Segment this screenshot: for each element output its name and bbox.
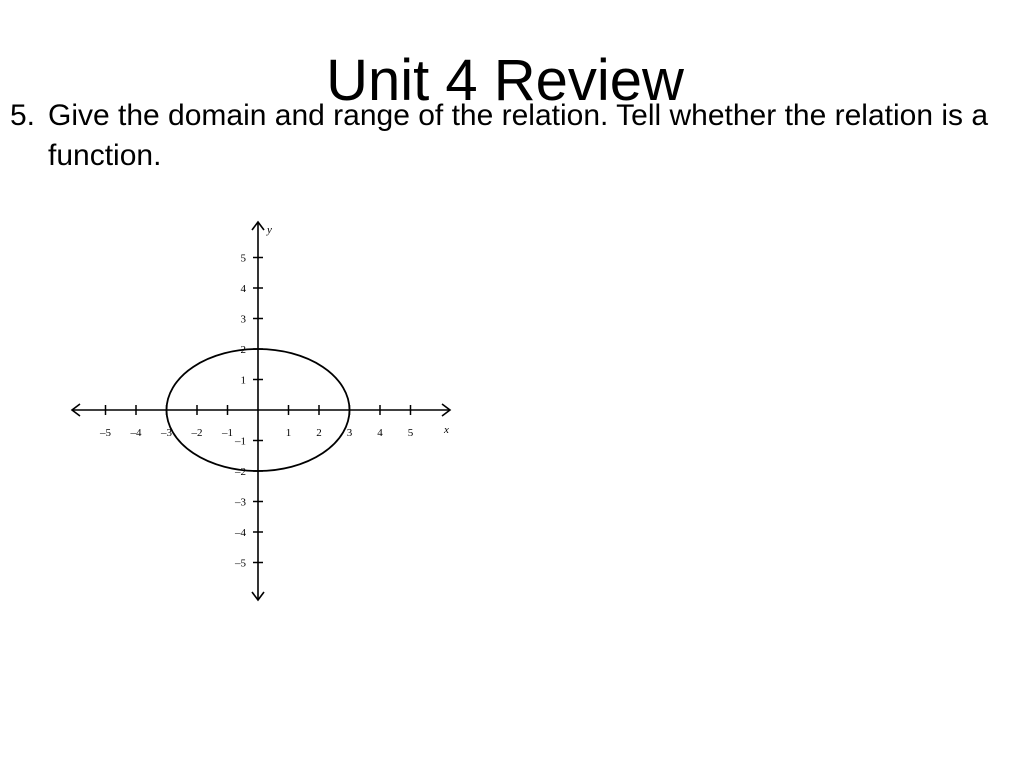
x-axis-label: x	[443, 424, 449, 436]
y-tick-label: –1	[234, 436, 246, 448]
y-tick-label: –3	[234, 497, 247, 509]
y-tick-label: 4	[241, 283, 247, 295]
x-tick-label: –1	[221, 427, 233, 439]
y-axis	[251, 220, 265, 602]
x-axis-right-arrow	[441, 403, 452, 417]
y-tick-label: 3	[241, 314, 247, 326]
x-tick-label: 4	[377, 427, 383, 439]
y-tick-label: 1	[241, 375, 247, 387]
x-axis-left-arrow	[70, 403, 81, 417]
curves	[165, 348, 351, 472]
question-number: 5.	[10, 99, 36, 132]
y-tick-label: –5	[234, 558, 247, 570]
x-tick-label: 2	[316, 427, 322, 439]
x-tick-label: 1	[286, 427, 292, 439]
question: 5. Give the domain and range of the rela…	[10, 96, 1000, 176]
y-axis-bottom-arrow	[251, 591, 265, 602]
x-tick-label: –4	[130, 427, 143, 439]
x-tick-label: 5	[408, 427, 414, 439]
y-tick-label: –2	[234, 466, 246, 478]
x-tick-label: –2	[191, 427, 203, 439]
x-tick-label: –3	[160, 427, 173, 439]
y-axis-label: y	[266, 224, 272, 236]
y-tick-label: –4	[234, 527, 247, 539]
x-tick-label: –5	[99, 427, 112, 439]
x-ticks: –5 –4 –3 –2 –1 1 2 3 4 5	[99, 405, 414, 439]
y-axis-top-arrow	[251, 220, 265, 231]
ellipse-curve	[165, 348, 351, 472]
slide-title: Unit 4 Review	[326, 47, 684, 113]
x-tick-label: 3	[347, 427, 353, 439]
x-axis	[70, 403, 452, 417]
question-text: Give the domain and range of the relatio…	[48, 99, 989, 172]
y-tick-label: 5	[241, 253, 247, 265]
